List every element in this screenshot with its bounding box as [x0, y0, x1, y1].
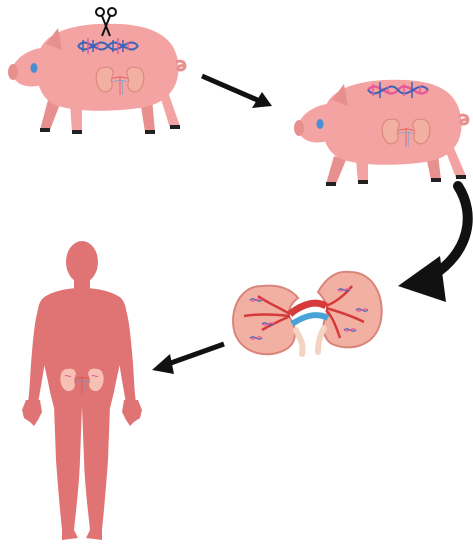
- renal-vein: [292, 315, 328, 324]
- pig-eye: [317, 119, 324, 129]
- kidney-icon: [233, 272, 382, 355]
- pig-genetically-modified: [294, 80, 468, 186]
- human-head: [66, 241, 98, 283]
- ureter: [318, 328, 324, 352]
- ureter: [296, 330, 303, 354]
- arrow-kidneys-to-human: [152, 344, 224, 374]
- kidney-left: [233, 286, 298, 355]
- pig-hoof: [170, 125, 180, 129]
- pig-hoof: [72, 130, 82, 134]
- renal-artery: [290, 303, 326, 314]
- pig-hoof: [145, 130, 155, 134]
- human-leg-right: [82, 406, 110, 540]
- pig-hoof: [431, 178, 441, 182]
- pig-snout: [294, 120, 304, 136]
- human-hand-right: [122, 400, 142, 426]
- pig-hoof: [456, 175, 466, 179]
- pig-gene-edited: [8, 8, 185, 134]
- human-leg-left: [54, 406, 82, 540]
- pig-hoof: [358, 180, 368, 184]
- pig-hoof: [40, 128, 50, 132]
- human-hand-left: [22, 400, 42, 426]
- arrow-pig-to-kidneys: [398, 186, 468, 302]
- pig-hoof: [326, 182, 336, 186]
- pig-eye: [31, 63, 38, 73]
- arrow-pig-to-pig: [202, 76, 272, 108]
- pig-leg: [326, 156, 346, 184]
- pig-snout: [8, 64, 18, 80]
- human-body-icon: [22, 241, 142, 540]
